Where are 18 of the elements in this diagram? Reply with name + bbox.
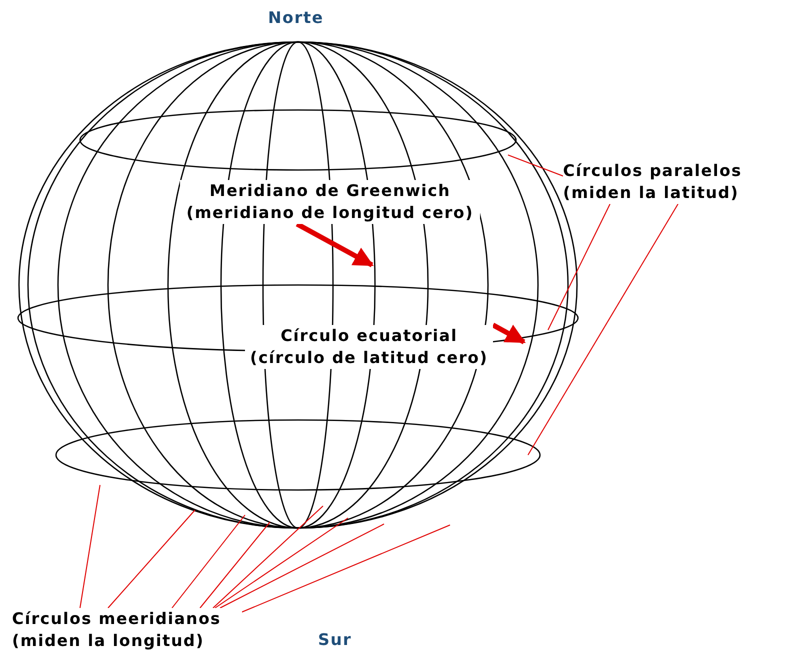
callout-text: Círculo ecuatorial (círculo de latitud cero): [245, 325, 493, 369]
leader-line: [212, 506, 324, 608]
arrow: [492, 322, 526, 344]
leader-line: [200, 522, 270, 608]
leader-line: [242, 524, 450, 612]
pole-label: Norte: [268, 8, 324, 27]
leader-line: [548, 204, 610, 330]
callout-text: Meridiano de Greenwich (meridiano de longitud cero): [180, 180, 480, 224]
leader-line: [80, 484, 100, 608]
leader-line: [220, 524, 384, 608]
leader-line: [528, 204, 678, 456]
leader-line: [108, 510, 196, 608]
leader-line: [172, 514, 246, 608]
pole-label: Sur: [318, 630, 352, 649]
arrow: [296, 222, 374, 268]
callout-text: Círculos meeridianos (miden la longitud): [12, 608, 242, 652]
leader-line: [214, 518, 348, 608]
leader-line: [508, 154, 564, 176]
